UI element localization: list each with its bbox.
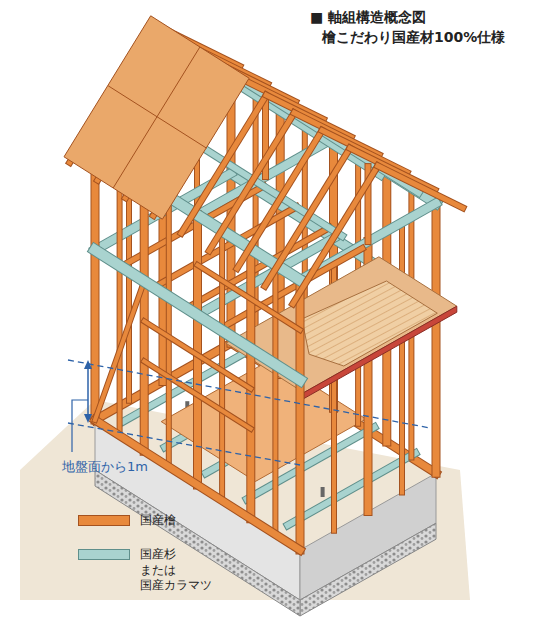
hinoki-member — [144, 321, 251, 389]
legend-text: 国産杉 または 国産カラマツ — [140, 547, 212, 594]
panel-seam — [113, 47, 200, 188]
hinoki-member — [250, 249, 251, 519]
hinoki-member — [95, 281, 144, 420]
hinoki-member — [168, 197, 169, 467]
floor-post — [321, 487, 325, 497]
legend-text: 国産檜 — [140, 513, 176, 529]
gravel-bed — [300, 523, 436, 616]
hinoki-member — [198, 265, 301, 330]
dimension-marks — [68, 360, 430, 465]
legend-swatch — [78, 549, 130, 560]
hinoki-member — [95, 150, 96, 420]
hinoki-member — [300, 280, 301, 550]
hinoki-member — [402, 222, 403, 492]
note-label: 檜こだわり国産材100%仕様 — [322, 29, 505, 47]
hinoki-member — [119, 166, 120, 436]
hinoki-member — [237, 130, 322, 268]
roof-panel — [64, 16, 249, 219]
hinoki-member — [378, 166, 463, 208]
gravel-bed — [95, 470, 300, 616]
hinoki-member — [144, 361, 251, 429]
hinoki-member — [436, 203, 437, 473]
panel-seam — [108, 86, 206, 148]
sugi-member — [288, 453, 416, 525]
note-label: 地盤面から1m — [62, 458, 148, 476]
hinoki-member — [293, 166, 378, 304]
diagram-title: ■ 軸組構造概念図 — [310, 9, 426, 27]
hinoki-member — [209, 113, 294, 251]
hinoki-member — [144, 181, 145, 451]
flooring-cutaway — [302, 281, 438, 366]
sugi-member — [95, 250, 300, 380]
hinoki-member — [222, 231, 223, 501]
hinoki-member — [265, 148, 350, 286]
legend-swatch — [78, 515, 130, 526]
hinoki-member — [197, 215, 198, 485]
hinoki-member — [95, 420, 300, 550]
